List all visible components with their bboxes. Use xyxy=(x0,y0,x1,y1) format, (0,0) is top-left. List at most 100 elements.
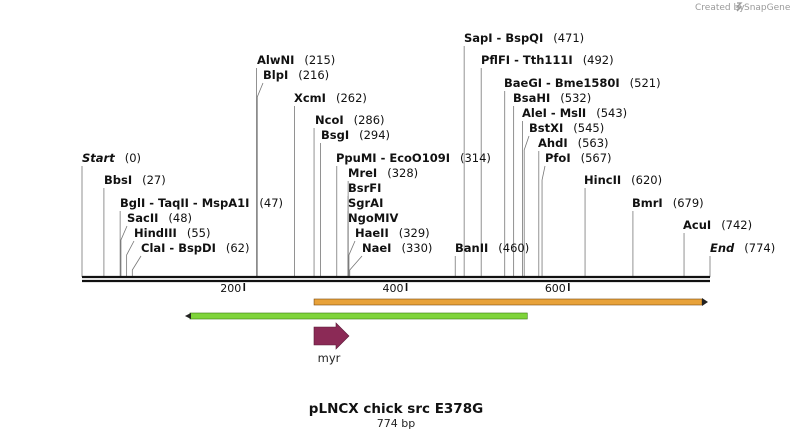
site-position: (294) xyxy=(359,128,390,142)
site-leader-line xyxy=(131,255,142,277)
restriction-site-label: HincII (620) xyxy=(584,173,662,187)
feature-bar-green xyxy=(189,312,528,320)
site-position: (0) xyxy=(125,151,141,165)
site-leader-line xyxy=(120,225,128,277)
site-position: (543) xyxy=(596,106,627,120)
restriction-site-label: SgrAI xyxy=(348,196,383,210)
axis-tick-label: 200 xyxy=(220,282,241,295)
restriction-site-label: XcmI (262) xyxy=(294,91,367,105)
site-enzyme-name: HindIII xyxy=(134,226,177,240)
snapgene-credit-brand: SnapGene xyxy=(744,3,791,13)
site-position: (460) xyxy=(498,241,529,255)
site-position: (532) xyxy=(560,91,591,105)
site-enzyme-name: PfoI xyxy=(545,151,571,165)
site-enzyme-name: HincII xyxy=(584,173,621,187)
axis-tick-label: 600 xyxy=(545,282,566,295)
myr-feature-arrow xyxy=(313,322,350,350)
site-enzyme-name: BmrI xyxy=(632,196,663,210)
site-enzyme-name: Start xyxy=(82,151,115,165)
restriction-site-label: PflFI - Tth111I (492) xyxy=(481,53,614,67)
site-enzyme-name: AleI - MslI xyxy=(522,106,586,120)
site-position: (492) xyxy=(583,53,614,67)
site-position: (329) xyxy=(399,226,430,240)
snapgene-logo-icon xyxy=(735,2,743,12)
site-enzyme-name: SacII xyxy=(127,211,158,225)
site-enzyme-name: BlpI xyxy=(263,68,288,82)
site-position: (262) xyxy=(336,91,367,105)
restriction-site-label: AhdI (563) xyxy=(538,136,609,150)
feature-arrowhead xyxy=(702,298,708,306)
site-enzyme-name: BsrFI xyxy=(348,181,381,195)
restriction-site-label: AleI - MslI (543) xyxy=(522,106,627,120)
feature-bar-orange xyxy=(313,298,703,306)
site-leader-line xyxy=(523,135,530,277)
site-enzyme-name: PpuMI - EcoO109I xyxy=(336,151,450,165)
site-enzyme-name: NaeI xyxy=(362,241,391,255)
restriction-site-label: NaeI (330) xyxy=(362,241,432,255)
site-position: (521) xyxy=(630,76,661,90)
restriction-site-label: BbsI(27) xyxy=(104,173,166,187)
site-position: (330) xyxy=(401,241,432,255)
restriction-site-label: BsaHI(532) xyxy=(513,91,591,105)
site-enzyme-name: NcoI xyxy=(315,113,344,127)
axis-tick-label: 400 xyxy=(383,282,404,295)
restriction-site-label: ClaI - BspDI(62) xyxy=(141,241,249,255)
site-enzyme-name: BbsI xyxy=(104,173,132,187)
site-leader-line xyxy=(256,82,264,277)
site-enzyme-name: AcuI xyxy=(683,218,711,232)
restriction-site-label: End(774) xyxy=(710,241,775,255)
site-position: (471) xyxy=(553,31,584,45)
site-position: (620) xyxy=(631,173,662,187)
site-enzyme-name: BanII xyxy=(455,241,488,255)
restriction-site-label: BstXI (545) xyxy=(529,121,604,135)
site-leader-line xyxy=(126,240,135,277)
site-enzyme-name: XcmI xyxy=(294,91,326,105)
site-leader-line xyxy=(348,240,356,277)
restriction-site-label: HaeII(329) xyxy=(355,226,430,240)
restriction-site-label: PfoI (567) xyxy=(545,151,612,165)
restriction-site-label: NgoMIV xyxy=(348,211,398,225)
site-position: (742) xyxy=(721,218,752,232)
restriction-site-label: BsrFI xyxy=(348,181,381,195)
restriction-site-label: PpuMI - EcoO109I (314) xyxy=(336,151,491,165)
site-position: (286) xyxy=(354,113,385,127)
site-position: (679) xyxy=(673,196,704,210)
site-position: (62) xyxy=(226,241,250,255)
sequence-backbone xyxy=(82,275,710,283)
site-enzyme-name: NgoMIV xyxy=(348,211,398,225)
site-enzyme-name: PflFI - Tth111I xyxy=(481,53,573,67)
restriction-site-label: MreI(328) xyxy=(348,166,418,180)
site-position: (567) xyxy=(581,151,612,165)
restriction-site-label: BglI - TaqII - MspA1I (47) xyxy=(120,196,283,210)
restriction-site-label: BsgI (294) xyxy=(321,128,390,142)
site-position: (47) xyxy=(259,196,283,210)
restriction-site-label: BaeGI - Bme1580I(521) xyxy=(504,76,661,90)
feature-track: myr xyxy=(184,298,708,365)
restriction-site-label: AcuI (742) xyxy=(683,218,752,232)
site-enzyme-name: SapI - BspQI xyxy=(464,31,543,45)
restriction-site-label: HindIII (55) xyxy=(134,226,210,240)
site-position: (545) xyxy=(573,121,604,135)
site-enzyme-name: SgrAI xyxy=(348,196,383,210)
restriction-site-label: SapI - BspQI (471) xyxy=(464,31,584,45)
site-leader-lines xyxy=(81,46,711,277)
site-position: (774) xyxy=(744,241,775,255)
axis-ticks: 200 400 600 xyxy=(220,282,570,295)
site-position: (314) xyxy=(460,151,491,165)
site-position: (55) xyxy=(187,226,211,240)
site-position: (563) xyxy=(578,136,609,150)
restriction-site-label: BlpI (216) xyxy=(263,68,329,82)
map-length-label: 774 bp xyxy=(377,417,415,430)
site-enzyme-name: AlwNI xyxy=(257,53,294,67)
site-enzyme-name: BstXI xyxy=(529,121,563,135)
site-enzyme-name: MreI xyxy=(348,166,377,180)
restriction-site-label: Start (0) xyxy=(82,151,141,165)
site-enzyme-name: BsgI xyxy=(321,128,349,142)
restriction-site-label: NcoI (286) xyxy=(315,113,385,127)
site-position: (216) xyxy=(298,68,329,82)
site-enzyme-name: BglI - TaqII - MspA1I xyxy=(120,196,249,210)
site-enzyme-name: AhdI xyxy=(538,136,568,150)
feature-arrowhead xyxy=(184,313,191,319)
myr-feature-label: myr xyxy=(318,351,341,365)
